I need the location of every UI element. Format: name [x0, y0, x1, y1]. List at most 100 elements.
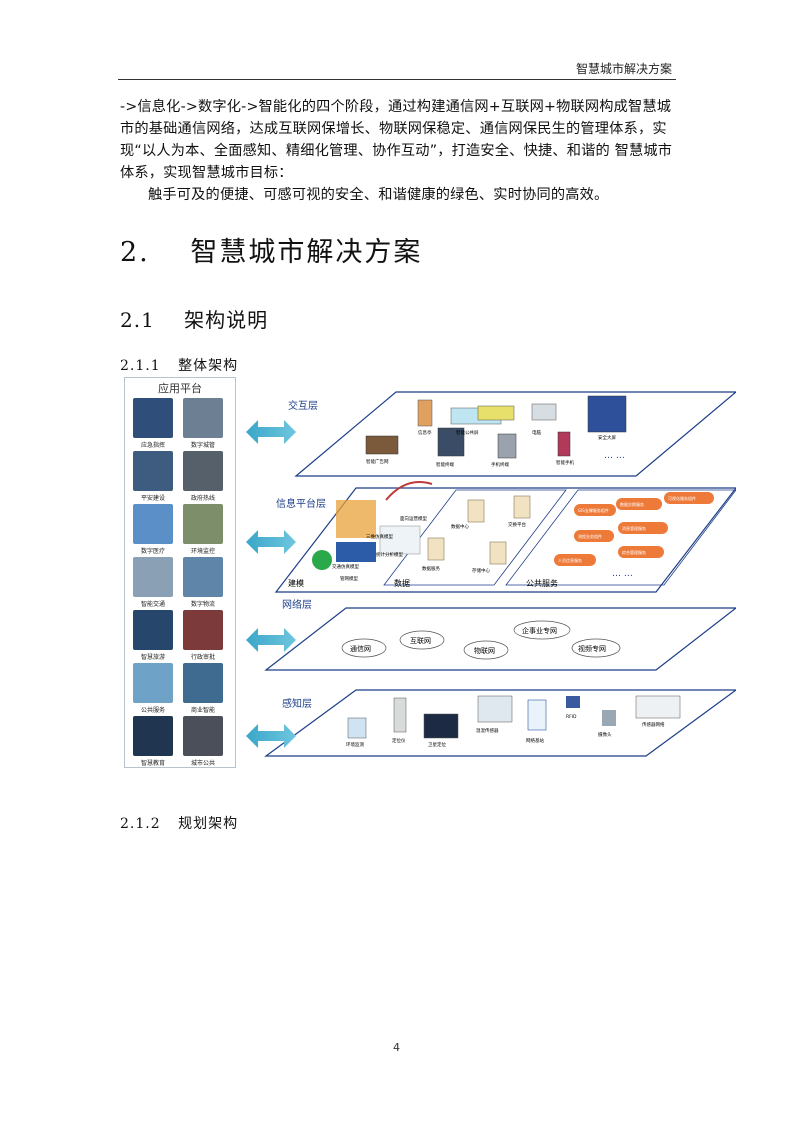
- svg-text:智能公共屏: 智能公共屏: [456, 429, 479, 436]
- diffusion-model-icon: [312, 550, 332, 570]
- service-pill: [616, 498, 662, 510]
- interaction-devices: 信息亭 智能公共屏 电脑 安全大屏 智能广告网 智能终端 手机终端 智能手机 ……: [365, 395, 627, 468]
- network-cloud: [399, 630, 445, 650]
- kiosk-icon: [417, 399, 433, 427]
- network-cloud: [571, 638, 621, 658]
- application-platform-panel: 应用平台 应急指挥数字城管平安建设政府热线数字医疗环境监控智能交通数字物流智慧旅…: [124, 377, 236, 768]
- sensor-network-icon: [635, 695, 681, 719]
- application-tile-label: 商业智能: [190, 707, 215, 714]
- application-tile-label: 智慧教育: [140, 760, 165, 767]
- svg-text:网络基站: 网络基站: [526, 737, 544, 744]
- intro-paragraph: ->信息化->数字化->智能化的四个阶段，通过构建通信网+互联网+物联网构成智慧…: [120, 99, 673, 181]
- modeling-group-label: 建模: [288, 578, 304, 588]
- application-tile-label: 政府热线: [190, 495, 215, 502]
- svg-text:手机终端: 手机终端: [491, 461, 509, 468]
- application-tile-label: 应急指挥: [140, 442, 165, 449]
- svg-text:传感器网络: 传感器网络: [642, 721, 665, 728]
- base-station-icon: [527, 699, 547, 731]
- service-pill: [574, 504, 616, 516]
- platform-arrow: [246, 530, 296, 554]
- map-model-icon: [336, 500, 376, 538]
- application-tile-label: 数字医疗: [140, 548, 165, 555]
- svg-text:智能终端: 智能终端: [436, 461, 454, 468]
- service-pills: GIS支撑服务组件 数据交换服务 可视化服务组件 流程业务组件 消息管理服务 综…: [554, 492, 714, 566]
- svg-text:统计分析模型: 统计分析模型: [376, 551, 403, 558]
- application-tile-image: [133, 398, 173, 438]
- application-tile-image: [183, 557, 223, 597]
- application-tile-label: 智能交通: [140, 601, 165, 608]
- application-tile-image: [183, 451, 223, 491]
- service-pill: [574, 530, 614, 542]
- subsubsection-heading-overall: 2.1.1 整体架构: [120, 355, 238, 375]
- header-title: 智慧城市解决方案: [575, 62, 672, 76]
- svg-text:三维仿真模型: 三维仿真模型: [366, 533, 393, 540]
- subsection-heading: 2.1 架构说明: [120, 304, 268, 333]
- svg-text:流程业务组件: 流程业务组件: [578, 533, 602, 539]
- sensing-layer-plane: [264, 689, 736, 757]
- svg-text:管网模型: 管网模型: [340, 575, 358, 582]
- smart-terminal-icon: [437, 427, 465, 457]
- application-tile-label: 平安建设: [140, 495, 165, 502]
- subsection-number: 2.1: [120, 308, 155, 332]
- svg-text:互联网: 互联网: [410, 636, 431, 645]
- interaction-more: … …: [604, 451, 625, 461]
- env-monitor-icon: [347, 717, 367, 739]
- svg-text:数据交换服务: 数据交换服务: [620, 501, 644, 507]
- application-tile-image: [133, 716, 173, 756]
- section-heading: 2. 智慧城市解决方案: [120, 230, 422, 269]
- layer-label-sensing: 感知层: [282, 697, 312, 710]
- svg-text:智能广告网: 智能广告网: [366, 458, 389, 465]
- camera-icon: [602, 710, 616, 726]
- network-cloud: [463, 640, 509, 660]
- phone-terminal-icon: [497, 433, 517, 459]
- svg-text:企事业专网: 企事业专网: [522, 626, 557, 635]
- application-tile-label: 城市公共: [190, 760, 215, 767]
- svg-text:物联网: 物联网: [474, 646, 495, 655]
- sensing-devices: 环境监测 定位仪 卫星定位 温湿传感器 网络基站 RFID 摄像头 传感器网络: [346, 695, 681, 748]
- panel-title: 应用平台: [158, 382, 202, 395]
- svg-text:人员信息服务: 人员信息服务: [558, 557, 582, 563]
- architecture-diagram: 交互层 信息平台层 网络层 感知层 信息亭 智能公共屏 电脑 安全大屏 智能广告…: [246, 391, 736, 757]
- spectrum-model-icon: [336, 542, 376, 562]
- svg-text:GIS支撑服务组件: GIS支撑服务组件: [578, 507, 609, 513]
- application-tile-image: [183, 610, 223, 650]
- sensing-arrow: [246, 724, 296, 748]
- application-tile-image: [133, 504, 173, 544]
- section-number: 2.: [120, 237, 150, 268]
- service-pill: [664, 492, 714, 504]
- data-group-label: 数据: [394, 578, 410, 588]
- rfid-icon: [566, 696, 580, 708]
- layer-label-platform: 信息平台层: [276, 497, 326, 510]
- svg-text:环境监测: 环境监测: [346, 741, 364, 748]
- application-tile-image: [183, 504, 223, 544]
- page-header: 智慧城市解决方案: [118, 58, 676, 80]
- big-screen-icon: [587, 395, 627, 433]
- application-tile-image: [183, 663, 223, 703]
- application-tile-image: [183, 716, 223, 756]
- svg-text:存储中心: 存储中心: [472, 567, 490, 574]
- svg-text:卫星定位: 卫星定位: [428, 741, 446, 748]
- curve-model-icon: [385, 481, 433, 501]
- layer-label-network: 网络层: [282, 598, 312, 611]
- subsection-title: 架构说明: [184, 308, 269, 332]
- svg-text:消息管理服务: 消息管理服务: [622, 525, 646, 531]
- svg-text:摄像头: 摄像头: [598, 731, 612, 738]
- application-tile-label: 智慧旅游: [140, 654, 165, 661]
- thermo-sensor-icon: [477, 695, 513, 723]
- interaction-arrow: [246, 420, 296, 444]
- svg-text:交通仿真模型: 交通仿真模型: [332, 563, 359, 570]
- layer-label-interaction: 交互层: [288, 399, 318, 412]
- svg-text:数据中心: 数据中心: [451, 523, 469, 530]
- svg-text:交换平台: 交换平台: [508, 521, 526, 528]
- svg-text:通信网: 通信网: [350, 644, 371, 653]
- smartphone-icon: [557, 431, 571, 457]
- application-tile-label: 环境监控: [190, 548, 215, 555]
- platform-layer-plane: [274, 487, 736, 593]
- application-tile-image: [133, 451, 173, 491]
- network-cloud: [513, 620, 571, 640]
- ad-network-icon: [365, 435, 399, 455]
- svg-text:安全大屏: 安全大屏: [598, 434, 616, 441]
- subsubsection-heading-planning: 2.1.2 规划架构: [120, 813, 238, 833]
- application-tile-label: 公共服务: [140, 707, 165, 714]
- service-group-frame: [505, 489, 736, 586]
